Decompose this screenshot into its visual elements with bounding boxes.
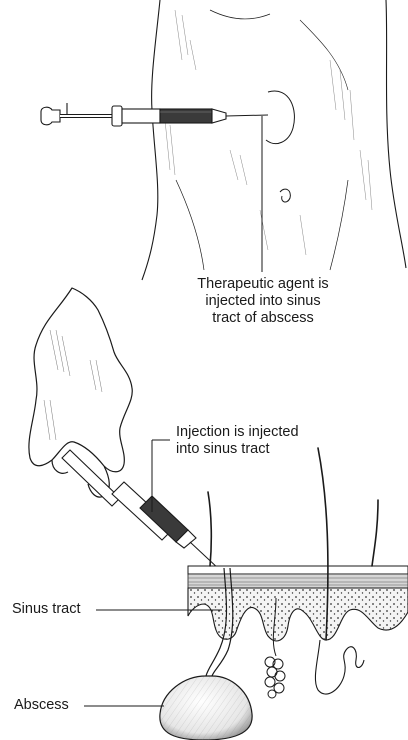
therapeutic-agent-label: Therapeutic agent is injected into sinus… bbox=[188, 276, 338, 327]
torso-shading bbox=[165, 10, 372, 255]
skin-cross-section bbox=[188, 566, 408, 641]
therapeutic-label-line3: tract of abscess bbox=[188, 310, 338, 327]
abscess-label: Abscess bbox=[14, 697, 69, 714]
syringe-top bbox=[41, 103, 268, 126]
injection-label: Injection is injected into sinus tract bbox=[176, 424, 299, 458]
therapeutic-label-line2: injected into sinus bbox=[188, 293, 338, 310]
therapeutic-label-line1: Therapeutic agent is bbox=[188, 276, 338, 293]
injection-label-line2: into sinus tract bbox=[176, 441, 299, 458]
follicle-gland bbox=[315, 640, 364, 694]
torso-illustration bbox=[142, 0, 406, 280]
syringe-bottom bbox=[62, 450, 220, 570]
injection-label-line1: Injection is injected bbox=[176, 424, 299, 441]
sinus-tract-label: Sinus tract bbox=[12, 601, 81, 618]
